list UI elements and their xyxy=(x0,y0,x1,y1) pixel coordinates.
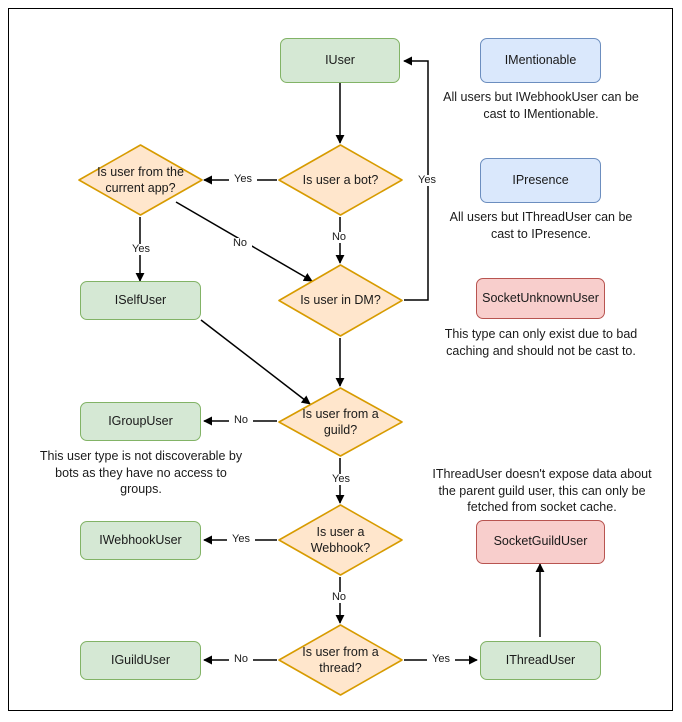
note-ipresence: All users but IThreadUser can be cast to… xyxy=(449,210,633,241)
node-is-dm-label: Is user in DM? xyxy=(300,293,381,308)
node-socketguilduser[interactable]: SocketGuildUser xyxy=(476,520,605,564)
diamond-shape xyxy=(78,144,203,216)
node-is-thread[interactable]: Is user from a thread? xyxy=(277,623,404,697)
node-iwebhookuser[interactable]: IWebhookUser xyxy=(80,521,201,560)
note-socketguilduser: IThreadUser doesn't expose data about th… xyxy=(432,467,652,514)
node-ipresence-label: IPresence xyxy=(512,172,569,187)
diamond-shape xyxy=(278,264,403,337)
edge-label-dm-yes: Yes xyxy=(413,175,441,186)
node-iselfuser-label: ISelfUser xyxy=(114,292,167,307)
node-is-webhook-label: Is user a Webhook? xyxy=(310,524,371,555)
node-iselfuser[interactable]: ISelfUser xyxy=(80,281,201,320)
node-is-bot[interactable]: Is user a bot? xyxy=(277,143,404,217)
node-ithreaduser[interactable]: IThreadUser xyxy=(480,641,601,680)
node-ithreaduser-label: IThreadUser xyxy=(505,652,576,667)
node-is-current-app-label: Is user from the current app? xyxy=(97,164,184,195)
node-is-current-app[interactable]: Is user from the current app? xyxy=(77,143,204,217)
node-iuser-label: IUser xyxy=(325,52,355,67)
node-igroupuser[interactable]: IGroupUser xyxy=(80,402,201,441)
note-igroupuser: This user type is not discoverable by bo… xyxy=(39,449,243,496)
node-is-thread-label: Is user from a thread? xyxy=(302,644,379,675)
diamond-shape xyxy=(278,144,403,216)
node-socketguilduser-label: SocketGuildUser xyxy=(493,534,588,549)
edge-label-current-app-no: No xyxy=(228,238,252,249)
edge-label-bot-no: No xyxy=(327,232,351,243)
edge-label-thread-no: No xyxy=(229,654,253,665)
node-iuser[interactable]: IUser xyxy=(280,38,400,83)
edge-label-guild-yes: Yes xyxy=(327,474,355,485)
note-socketunknownuser: This type can only exist due to bad cach… xyxy=(444,327,638,358)
node-is-webhook[interactable]: Is user a Webhook? xyxy=(277,503,404,577)
node-is-guild-label: Is user from a guild? xyxy=(302,406,379,437)
node-imentionable[interactable]: IMentionable xyxy=(480,38,601,83)
note-imentionable: All users but IWebhookUser can be cast t… xyxy=(443,90,639,121)
node-is-bot-label: Is user a bot? xyxy=(302,172,379,187)
edge-label-guild-no: No xyxy=(229,415,253,426)
edge-label-current-app-yes: Yes xyxy=(127,244,155,255)
node-socketunknownuser-label: SocketUnknownUser xyxy=(482,290,599,305)
node-iwebhookuser-label: IWebhookUser xyxy=(99,532,182,547)
node-ipresence[interactable]: IPresence xyxy=(480,158,601,203)
node-igroupuser-label: IGroupUser xyxy=(108,413,173,428)
edge-label-webhook-no: No xyxy=(327,592,351,603)
node-iguilduser[interactable]: IGuildUser xyxy=(80,641,201,680)
node-is-guild[interactable]: Is user from a guild? xyxy=(277,386,404,458)
diamond-shape xyxy=(278,624,403,696)
node-iguilduser-label: IGuildUser xyxy=(110,652,171,667)
node-imentionable-label: IMentionable xyxy=(504,52,577,67)
edge-label-webhook-yes: Yes xyxy=(227,534,255,545)
edge-label-bot-yes: Yes xyxy=(229,174,257,185)
node-is-dm[interactable]: Is user in DM? xyxy=(277,263,404,338)
edge-label-thread-yes: Yes xyxy=(427,654,455,665)
node-socketunknownuser[interactable]: SocketUnknownUser xyxy=(476,278,605,319)
diamond-shape xyxy=(278,387,403,457)
diamond-shape xyxy=(278,504,403,576)
